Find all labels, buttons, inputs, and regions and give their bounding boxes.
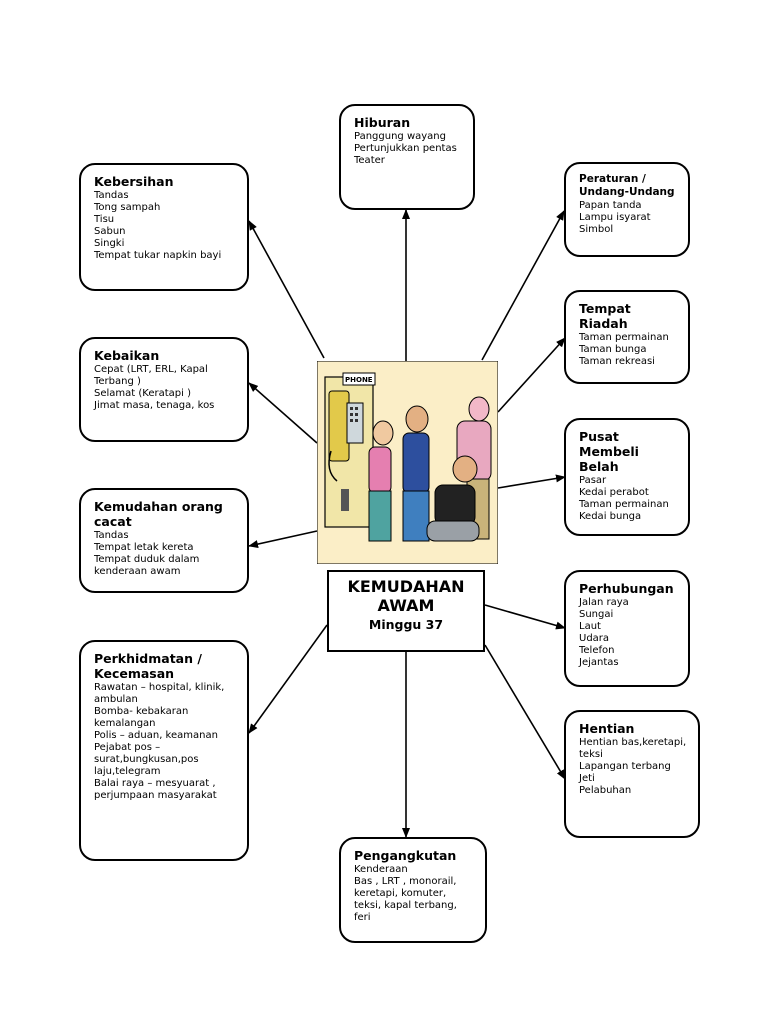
list-item: Taman rekreasi bbox=[579, 356, 655, 367]
list-item: Pelabuhan bbox=[579, 785, 632, 796]
box-title: Hentian bbox=[579, 721, 635, 736]
list-item: Jalan raya bbox=[579, 597, 629, 608]
box-perkhidmatan: Perkhidmatan / Kecemasan Rawatan – hospi… bbox=[79, 640, 249, 861]
list-item: Teater bbox=[354, 155, 385, 166]
list-item: Panggung wayang bbox=[354, 131, 446, 142]
list-item: Taman permainan bbox=[579, 499, 669, 510]
list-item: Bas , LRT , monorail, keretapi, komuter,… bbox=[354, 876, 457, 923]
list-item: Laut bbox=[579, 621, 601, 632]
list-item: Cepat (LRT, ERL, Kapal Terbang ) bbox=[94, 364, 208, 387]
list-item: Tempat duduk dalam kenderaan awam bbox=[94, 554, 200, 577]
box-title: Kebersihan bbox=[94, 174, 174, 189]
box-title: Perhubungan bbox=[579, 581, 674, 596]
list-item: Pejabat pos – surat,bungkusan,pos laju,t… bbox=[94, 742, 199, 777]
arrow-to-cacat bbox=[248, 530, 318, 548]
arrow-to-peraturan bbox=[481, 210, 565, 361]
arrow-to-perkhidmatan bbox=[248, 624, 328, 734]
list-item: Jeti bbox=[579, 773, 595, 784]
arrow-to-kebaikan bbox=[248, 382, 318, 444]
box-title: Hiburan bbox=[354, 115, 411, 130]
list-item: Tisu bbox=[94, 214, 115, 225]
list-item: Lapangan terbang bbox=[579, 761, 671, 772]
box-title: Perkhidmatan / Kecemasan bbox=[94, 651, 202, 681]
list-item: Papan tanda bbox=[579, 200, 642, 211]
list-item: Kedai bunga bbox=[579, 511, 642, 522]
arrow-to-kebersihan bbox=[248, 220, 325, 359]
center-title-line2: AWAM bbox=[377, 596, 435, 615]
phone-sign-text: PHONE bbox=[345, 376, 373, 384]
arrow-to-membeli bbox=[497, 474, 566, 489]
center-subtitle: Minggu 37 bbox=[368, 617, 444, 632]
list-item: Pasar bbox=[579, 475, 607, 486]
arrow-to-riadah bbox=[497, 337, 566, 413]
arrow-to-hentian bbox=[484, 644, 566, 780]
list-item: Tong sampah bbox=[94, 202, 161, 213]
list-item: Jejantas bbox=[579, 657, 619, 668]
box-title: Tempat Riadah bbox=[579, 301, 631, 331]
box-title: Peraturan / Undang-Undang bbox=[579, 173, 675, 198]
center-title-line1: KEMUDAHAN bbox=[347, 577, 465, 596]
list-item: Taman bunga bbox=[579, 344, 647, 355]
center-title-box: KEMUDAHAN AWAM Minggu 37 bbox=[327, 570, 485, 652]
box-title: Pengangkutan bbox=[354, 848, 457, 863]
list-item: Hentian bas,keretapi, teksi bbox=[579, 737, 687, 760]
arrow-to-perhubungan bbox=[484, 604, 566, 630]
list-item: Bomba- kebakaran kemalangan bbox=[94, 706, 189, 729]
box-title: Kemudahan orang cacat bbox=[94, 499, 223, 529]
box-title: Pusat Membeli Belah bbox=[579, 429, 639, 474]
list-item: Telefon bbox=[579, 645, 615, 656]
box-kebaikan: Kebaikan Cepat (LRT, ERL, Kapal Terbang … bbox=[79, 337, 249, 442]
list-item: Tempat letak kereta bbox=[94, 542, 194, 553]
list-item: Polis – aduan, keamanan bbox=[94, 730, 218, 741]
list-item: Simbol bbox=[579, 224, 614, 235]
list-item: Singki bbox=[94, 238, 125, 249]
box-title: Kebaikan bbox=[94, 348, 160, 363]
public-phone-illustration: PHONE bbox=[317, 361, 498, 564]
item-list: Cepat (LRT, ERL, Kapal Terbang )Selamat … bbox=[94, 364, 237, 412]
list-item: Pertunjukkan pentas bbox=[354, 143, 457, 154]
list-item: Tandas bbox=[94, 190, 129, 201]
list-item: Udara bbox=[579, 633, 610, 644]
list-item: Selamat (Keratapi ) bbox=[94, 388, 191, 399]
list-item: Kenderaan bbox=[354, 864, 408, 875]
list-item: Tandas bbox=[94, 530, 129, 541]
list-item: Balai raya – mesyuarat , perjumpaan masy… bbox=[94, 778, 217, 801]
list-item: Kedai perabot bbox=[579, 487, 649, 498]
list-item: Sungai bbox=[579, 609, 614, 620]
list-item: Tempat tukar napkin bayi bbox=[94, 250, 222, 261]
list-item: Lampu isyarat bbox=[579, 212, 651, 223]
list-item: Sabun bbox=[94, 226, 126, 237]
list-item: Jimat masa, tenaga, kos bbox=[94, 400, 215, 411]
list-item: Rawatan – hospital, klinik, ambulan bbox=[94, 682, 225, 705]
list-item: Taman permainan bbox=[579, 332, 669, 343]
